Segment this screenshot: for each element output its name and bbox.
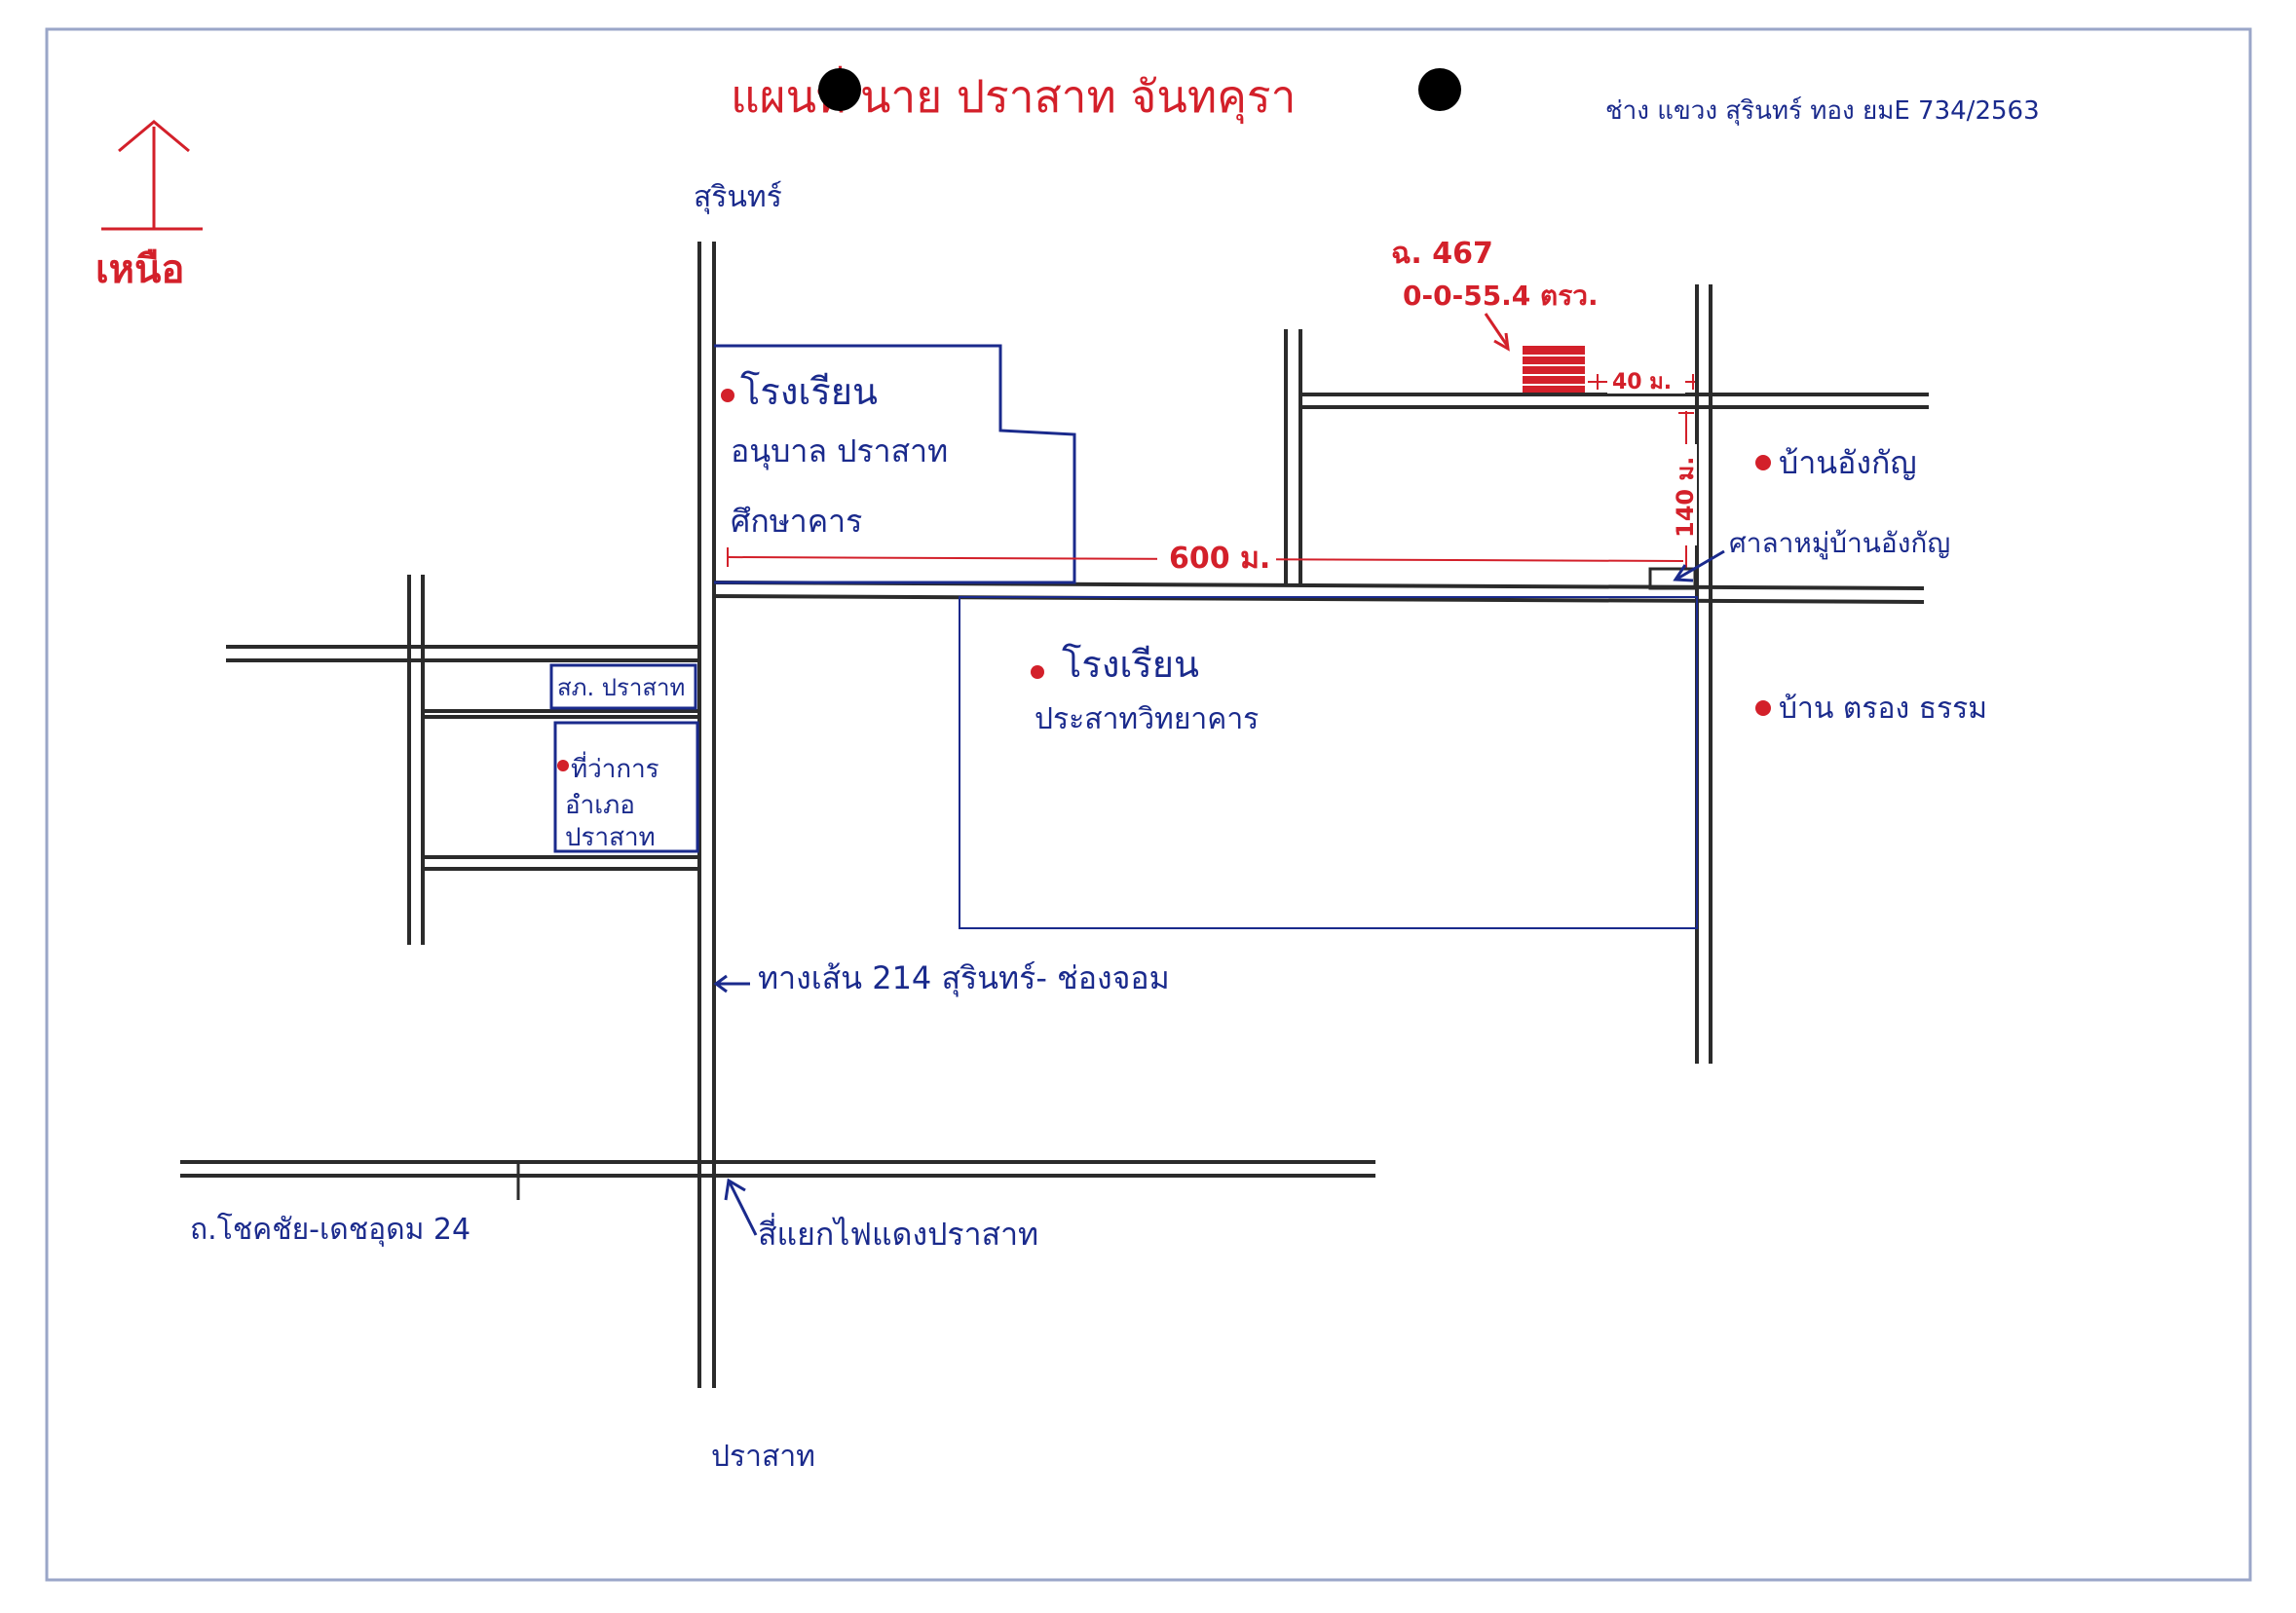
village-hall-label: ศาลาหมู่บ้านอังกัญ xyxy=(1729,527,1950,560)
map-title: แผนที่ นาย ปราสาท จันทคุรา xyxy=(731,65,1296,125)
school1-line3: ศึกษาคาร xyxy=(731,503,862,540)
distance-140m-bg xyxy=(1670,444,1697,545)
distance-600m-bg xyxy=(1157,542,1276,575)
highway-pointer-icon xyxy=(713,974,750,994)
parcel-plot xyxy=(1523,346,1585,393)
road-label-bottom: ปราสาท xyxy=(711,1440,815,1474)
district-office-line3: ปราสาท xyxy=(565,823,656,852)
parcel-deed: ฉ. 467 xyxy=(1391,237,1493,271)
school1-name: โรงเรียน xyxy=(740,370,878,413)
school1-outline xyxy=(714,344,1076,584)
intersection-arrow-icon xyxy=(724,1178,758,1236)
distance-140m-label: 140 ม. xyxy=(1672,457,1699,538)
district-office-box xyxy=(553,721,699,853)
road-east xyxy=(713,581,1925,604)
district-office-line1: ที่ว่าการ xyxy=(571,751,659,784)
school2-name: โรงเรียน xyxy=(1062,643,1199,686)
village2-marker xyxy=(1755,700,1771,716)
redaction-dot xyxy=(818,68,861,111)
village1-label: บ้านอังกัญ xyxy=(1779,444,1917,481)
road-label-top: สุรินทร์ xyxy=(694,180,782,215)
school2-line2: ประสาทวิทยาคาร xyxy=(1035,702,1259,736)
road-north xyxy=(1300,393,1929,409)
district-office-marker xyxy=(557,760,569,771)
intersection-label: สี่แยกไฟแดงปราสาท xyxy=(758,1213,1038,1253)
police-station-label: สภ. ปราสาท xyxy=(557,674,685,701)
distance-600m-label: 600 ม. xyxy=(1169,542,1270,576)
road-vertical-east xyxy=(1695,284,1713,1064)
school1-line2: อนุบาล ปราสาท xyxy=(731,432,948,470)
highway-label: ทางเส้น 214 สุรินทร์- ช่องจอม xyxy=(758,959,1170,997)
distance-40m-bg xyxy=(1607,368,1685,394)
highway-214 xyxy=(697,242,716,1388)
school2-marker xyxy=(1031,665,1044,679)
village-hall-box xyxy=(1648,567,1697,590)
police-station-box xyxy=(549,663,697,710)
distance-40m-label: 40 ม. xyxy=(1612,370,1672,394)
header-note: ช่าง แขวง สุรินทร์ ทอง ยมE 734/2563 xyxy=(1605,96,2040,126)
parcel-area: 0-0-55.4 ตรว. xyxy=(1403,280,1599,312)
district-office-line2: อำเภอ xyxy=(565,791,635,820)
village-hall-pointer-icon xyxy=(1673,549,1725,582)
north-arrow-icon xyxy=(101,120,203,231)
road-vertical-west xyxy=(407,575,425,945)
road-vertical-north xyxy=(1284,329,1302,584)
cross-road-label: ถ.โชคชัย-เดชอุดม 24 xyxy=(190,1212,470,1248)
cross-road xyxy=(180,1160,1375,1178)
compass-label: เหนือ xyxy=(95,247,184,292)
school2-outline xyxy=(959,596,1698,929)
road-west xyxy=(226,645,699,871)
parcel-pointer-icon xyxy=(1484,313,1510,352)
paper-border xyxy=(45,27,2252,1582)
redaction-dot xyxy=(1418,68,1461,111)
village2-label: บ้าน ตรอง ธรรม xyxy=(1779,692,1987,726)
village1-marker xyxy=(1755,455,1771,470)
school1-marker xyxy=(721,389,734,402)
